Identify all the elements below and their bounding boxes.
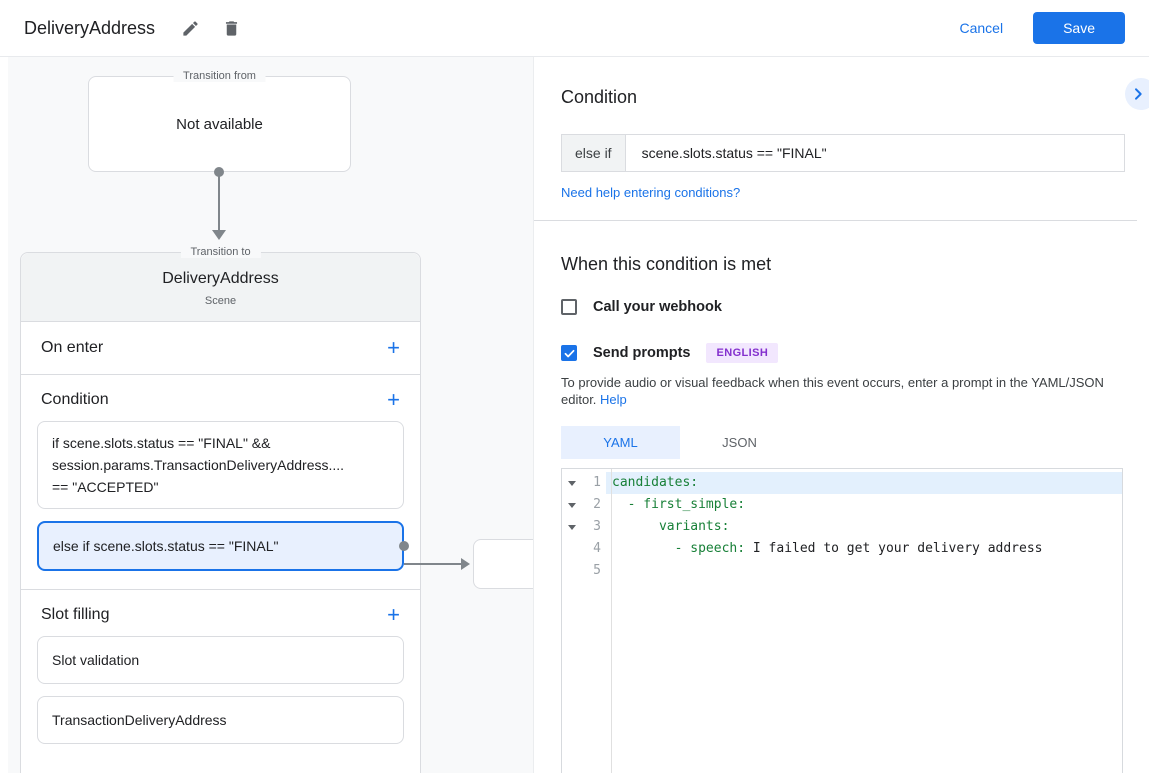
- condition-item[interactable]: if scene.slots.status == "FINAL" && sess…: [37, 421, 404, 509]
- condition-item-selected[interactable]: else if scene.slots.status == "FINAL": [37, 521, 409, 571]
- transition-connector-line: [404, 563, 462, 565]
- transition-from-label: Transition from: [173, 70, 266, 82]
- editor-line[interactable]: 5: [562, 560, 1122, 582]
- panel-title: Condition: [561, 87, 638, 107]
- prompt-description-text: To provide audio or visual feedback when…: [561, 375, 1104, 407]
- call-webhook-checkbox[interactable]: [561, 299, 577, 315]
- yaml-editor[interactable]: 1 candidates: 2 - first_simple: 3 varian…: [561, 468, 1123, 773]
- condition-editor-panel: Condition else if scene.slots.status == …: [534, 57, 1149, 773]
- line-number: 5: [593, 563, 601, 578]
- chevron-right-icon: [1130, 86, 1146, 102]
- on-enter-label: On enter: [41, 339, 104, 356]
- condition-section-label: Condition: [41, 391, 109, 408]
- slot-filling-label: Slot filling: [41, 606, 110, 623]
- slot-filling-section: Slot filling + Slot validation Transacti…: [21, 589, 420, 744]
- condition-prefix: else if: [562, 135, 626, 171]
- transition-from-value: Not available: [176, 115, 263, 133]
- fold-spacer: [562, 538, 582, 560]
- yaml-key: variants:: [612, 519, 730, 534]
- prompt-description: To provide audio or visual feedback when…: [561, 374, 1126, 408]
- help-link[interactable]: Help: [600, 392, 627, 407]
- transition-from-box[interactable]: Transition from Not available: [88, 70, 351, 172]
- fold-arrow-icon: [568, 502, 576, 508]
- editor-line[interactable]: 3 variants:: [562, 516, 1122, 538]
- yaml-key: - first_simple:: [612, 497, 746, 512]
- transition-target-box[interactable]: [473, 539, 533, 589]
- tab-json[interactable]: JSON: [722, 435, 757, 450]
- fold-spacer: [562, 560, 582, 582]
- scene-diagram-panel: Transition from Not available Transition…: [0, 57, 534, 773]
- call-webhook-label: Call your webhook: [593, 299, 722, 315]
- cancel-button[interactable]: Cancel: [959, 20, 1004, 36]
- webhook-row: Call your webhook: [561, 299, 1137, 315]
- collapse-panel-button[interactable]: [1125, 78, 1149, 110]
- transition-to-label: Transition to: [180, 246, 261, 258]
- connector-line: [218, 172, 220, 232]
- editor-line[interactable]: 1 candidates:: [562, 472, 1122, 494]
- send-prompts-label: Send prompts: [593, 345, 691, 361]
- condition-section: Condition + if scene.slots.status == "FI…: [21, 374, 420, 589]
- fold-arrow-icon: [568, 524, 576, 530]
- send-prompts-checkbox[interactable]: [561, 345, 577, 361]
- section-divider: [534, 220, 1137, 221]
- transition-arrowhead-icon: [461, 558, 470, 570]
- scene-card: Transition to DeliveryAddress Scene On e…: [20, 246, 421, 773]
- connector-arrowhead-icon: [212, 230, 226, 240]
- edit-scene-button[interactable]: [177, 15, 204, 42]
- fold-arrow-icon: [568, 480, 576, 486]
- when-met-title: When this condition is met: [561, 254, 772, 274]
- send-prompts-row: Send prompts ENGLISH: [561, 343, 1137, 363]
- slot-item-validation[interactable]: Slot validation: [37, 636, 404, 684]
- editor-tabs: YAML JSON: [561, 426, 1137, 459]
- fold-toggle[interactable]: [562, 516, 582, 538]
- trash-icon: [222, 19, 241, 38]
- scene-card-header: DeliveryAddress Scene: [21, 253, 420, 322]
- help-conditions-link[interactable]: Need help entering conditions?: [561, 185, 741, 200]
- yaml-key: candidates:: [612, 475, 699, 490]
- fold-toggle[interactable]: [562, 494, 582, 516]
- line-number: 2: [593, 497, 601, 512]
- condition-port-dot: [399, 541, 409, 551]
- tab-yaml[interactable]: YAML: [561, 426, 680, 459]
- editor-line[interactable]: 2 - first_simple:: [562, 494, 1122, 516]
- add-condition-button[interactable]: +: [387, 387, 400, 412]
- editor-line[interactable]: 4 - speech: I failed to get your deliver…: [562, 538, 1122, 560]
- condition-expression[interactable]: scene.slots.status == "FINAL": [641, 145, 827, 161]
- line-number: 4: [593, 541, 601, 556]
- line-number: 3: [593, 519, 601, 534]
- on-enter-section: On enter +: [21, 322, 420, 374]
- yaml-key: - speech:: [612, 541, 746, 556]
- condition-item-text: else if scene.slots.status == "FINAL": [53, 538, 279, 554]
- gutter-divider: [611, 469, 612, 773]
- main-content: Transition from Not available Transition…: [0, 57, 1149, 773]
- slot-item-transaction-delivery-address[interactable]: TransactionDeliveryAddress: [37, 696, 404, 744]
- left-scroll-gutter: [0, 57, 8, 773]
- line-number: 1: [593, 475, 601, 490]
- page-title: DeliveryAddress: [24, 17, 156, 38]
- delete-scene-button[interactable]: [218, 15, 245, 42]
- condition-input[interactable]: else if scene.slots.status == "FINAL": [561, 134, 1125, 172]
- language-badge: ENGLISH: [706, 343, 779, 363]
- scene-type: Scene: [204, 295, 237, 307]
- pencil-icon: [181, 19, 200, 38]
- fold-toggle[interactable]: [562, 472, 582, 494]
- save-button[interactable]: Save: [1033, 12, 1125, 44]
- scene-name: DeliveryAddress: [162, 270, 279, 287]
- add-on-enter-button[interactable]: +: [387, 335, 400, 360]
- yaml-value: I failed to get your delivery address: [745, 541, 1043, 556]
- add-slot-button[interactable]: +: [387, 602, 400, 627]
- app-bar: DeliveryAddress Cancel Save: [0, 0, 1149, 57]
- check-icon: [563, 347, 576, 360]
